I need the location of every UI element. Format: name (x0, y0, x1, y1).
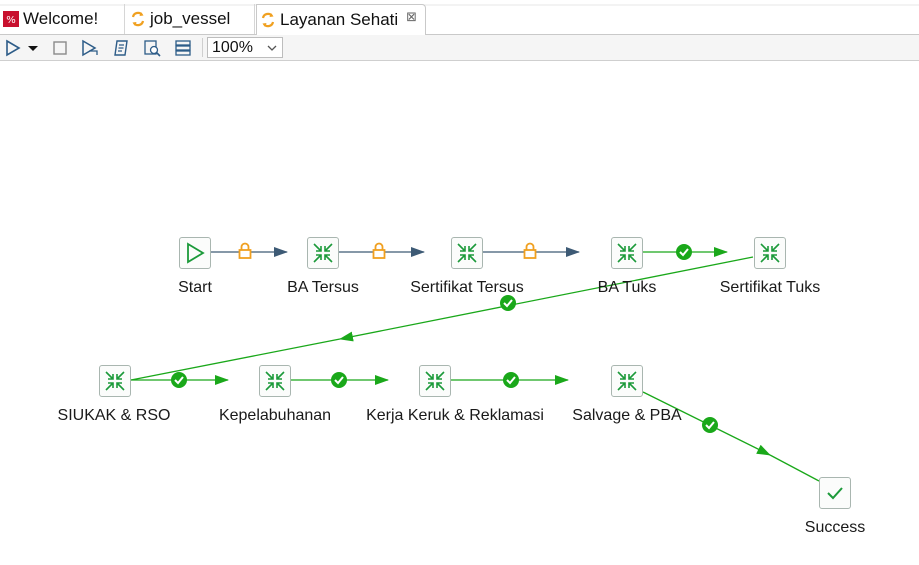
node-ba-tersus[interactable] (307, 237, 339, 269)
search-log-icon[interactable] (142, 38, 162, 58)
zoom-value: 100% (212, 39, 253, 56)
svg-text:%: % (6, 15, 16, 26)
close-tab-icon[interactable]: ⊠ (406, 9, 418, 25)
hops-layer (130, 242, 820, 482)
settings-icon[interactable] (173, 38, 193, 58)
tab-bar-background (0, 4, 919, 6)
sub-job-icon (617, 243, 637, 263)
sub-job-icon (617, 371, 637, 391)
check-circle-icon (500, 295, 516, 311)
job-icon (131, 11, 145, 27)
sub-job-icon (457, 243, 477, 263)
editor-tab-bar: % Welcome! job_vessel Layanan Sehati ⊠ (0, 0, 919, 35)
sub-job-icon (105, 371, 125, 391)
hop-salvage-pba-to-success[interactable] (642, 391, 820, 482)
sub-job-icon (265, 371, 285, 391)
check-circle-icon (331, 372, 347, 388)
node-success[interactable] (819, 477, 851, 509)
node-ba-tuks-label: BA Tuks (597, 279, 657, 296)
node-start-label: Start (178, 279, 212, 296)
tab-welcome-label: Welcome! (23, 9, 99, 28)
hop-kerja-keruk-to-salvage-pba[interactable] (451, 372, 569, 388)
script-icon[interactable] (111, 38, 131, 58)
hop-sertifikat-tersus-to-ba-tuks[interactable] (483, 242, 580, 259)
run-dropdown-icon[interactable] (26, 38, 40, 58)
lock-icon (523, 242, 537, 259)
node-salvage-pba[interactable] (611, 365, 643, 397)
node-siukak-rso-label: SIUKAK & RSO (57, 407, 171, 424)
node-sertifikat-tuks[interactable] (754, 237, 786, 269)
node-kepelabuhanan[interactable] (259, 365, 291, 397)
sub-job-icon (313, 243, 333, 263)
tab-welcome[interactable]: % Welcome! (0, 4, 125, 34)
node-kerja-keruk[interactable] (419, 365, 451, 397)
job-canvas[interactable]: Start BA Tersus Sertifikat Tersus (0, 61, 919, 565)
node-sertifikat-tersus[interactable] (451, 237, 483, 269)
tab-layanan-sehati[interactable]: Layanan Sehati ⊠ (256, 4, 426, 35)
check-circle-icon (171, 372, 187, 388)
chevron-down-icon (267, 45, 277, 51)
hop-kepelabuhanan-to-kerja-keruk[interactable] (291, 372, 389, 388)
toolbar-separator (202, 38, 203, 57)
job-icon (261, 12, 275, 28)
lock-icon (372, 242, 386, 259)
node-sertifikat-tuks-label: Sertifikat Tuks (719, 279, 821, 296)
hop-start-to-ba-tersus[interactable] (211, 242, 288, 259)
tab-job-vessel-label: job_vessel (150, 9, 231, 28)
start-icon (187, 242, 205, 264)
check-circle-icon (676, 244, 692, 260)
hop-siukak-rso-to-kepelabuhanan[interactable] (131, 372, 229, 388)
sub-job-icon (425, 371, 445, 391)
checkmark-icon (827, 487, 843, 500)
sub-job-icon (760, 243, 780, 263)
check-circle-icon (503, 372, 519, 388)
job-toolbar: 100% (0, 35, 919, 61)
tab-layanan-sehati-label: Layanan Sehati (280, 10, 399, 29)
node-ba-tersus-label: BA Tersus (287, 279, 359, 296)
node-sertifikat-tersus-label: Sertifikat Tersus (410, 279, 524, 296)
check-circle-icon (702, 417, 718, 433)
node-kerja-keruk-label: Kerja Keruk & Reklamasi (366, 407, 544, 424)
lock-icon (238, 242, 252, 259)
hop-ba-tuks-to-sertifikat-tuks[interactable] (643, 244, 728, 260)
node-ba-tuks[interactable] (611, 237, 643, 269)
node-kepelabuhanan-label: Kepelabuhanan (218, 407, 332, 424)
hop-ba-tersus-to-sertifikat-tersus[interactable] (339, 242, 425, 259)
zoom-select[interactable]: 100% (207, 37, 283, 58)
tab-job-vessel[interactable]: job_vessel (127, 4, 255, 34)
welcome-icon: % (3, 11, 19, 27)
node-salvage-pba-label: Salvage & PBA (572, 407, 682, 424)
node-success-label: Success (804, 519, 866, 536)
hop-sertifikat-tuks-to-siukak-rso[interactable] (130, 256, 754, 381)
node-start[interactable] (179, 237, 211, 269)
stop-icon[interactable] (50, 38, 70, 58)
run-icon[interactable] (3, 38, 23, 58)
node-siukak-rso[interactable] (99, 365, 131, 397)
debug-icon[interactable] (80, 38, 100, 58)
